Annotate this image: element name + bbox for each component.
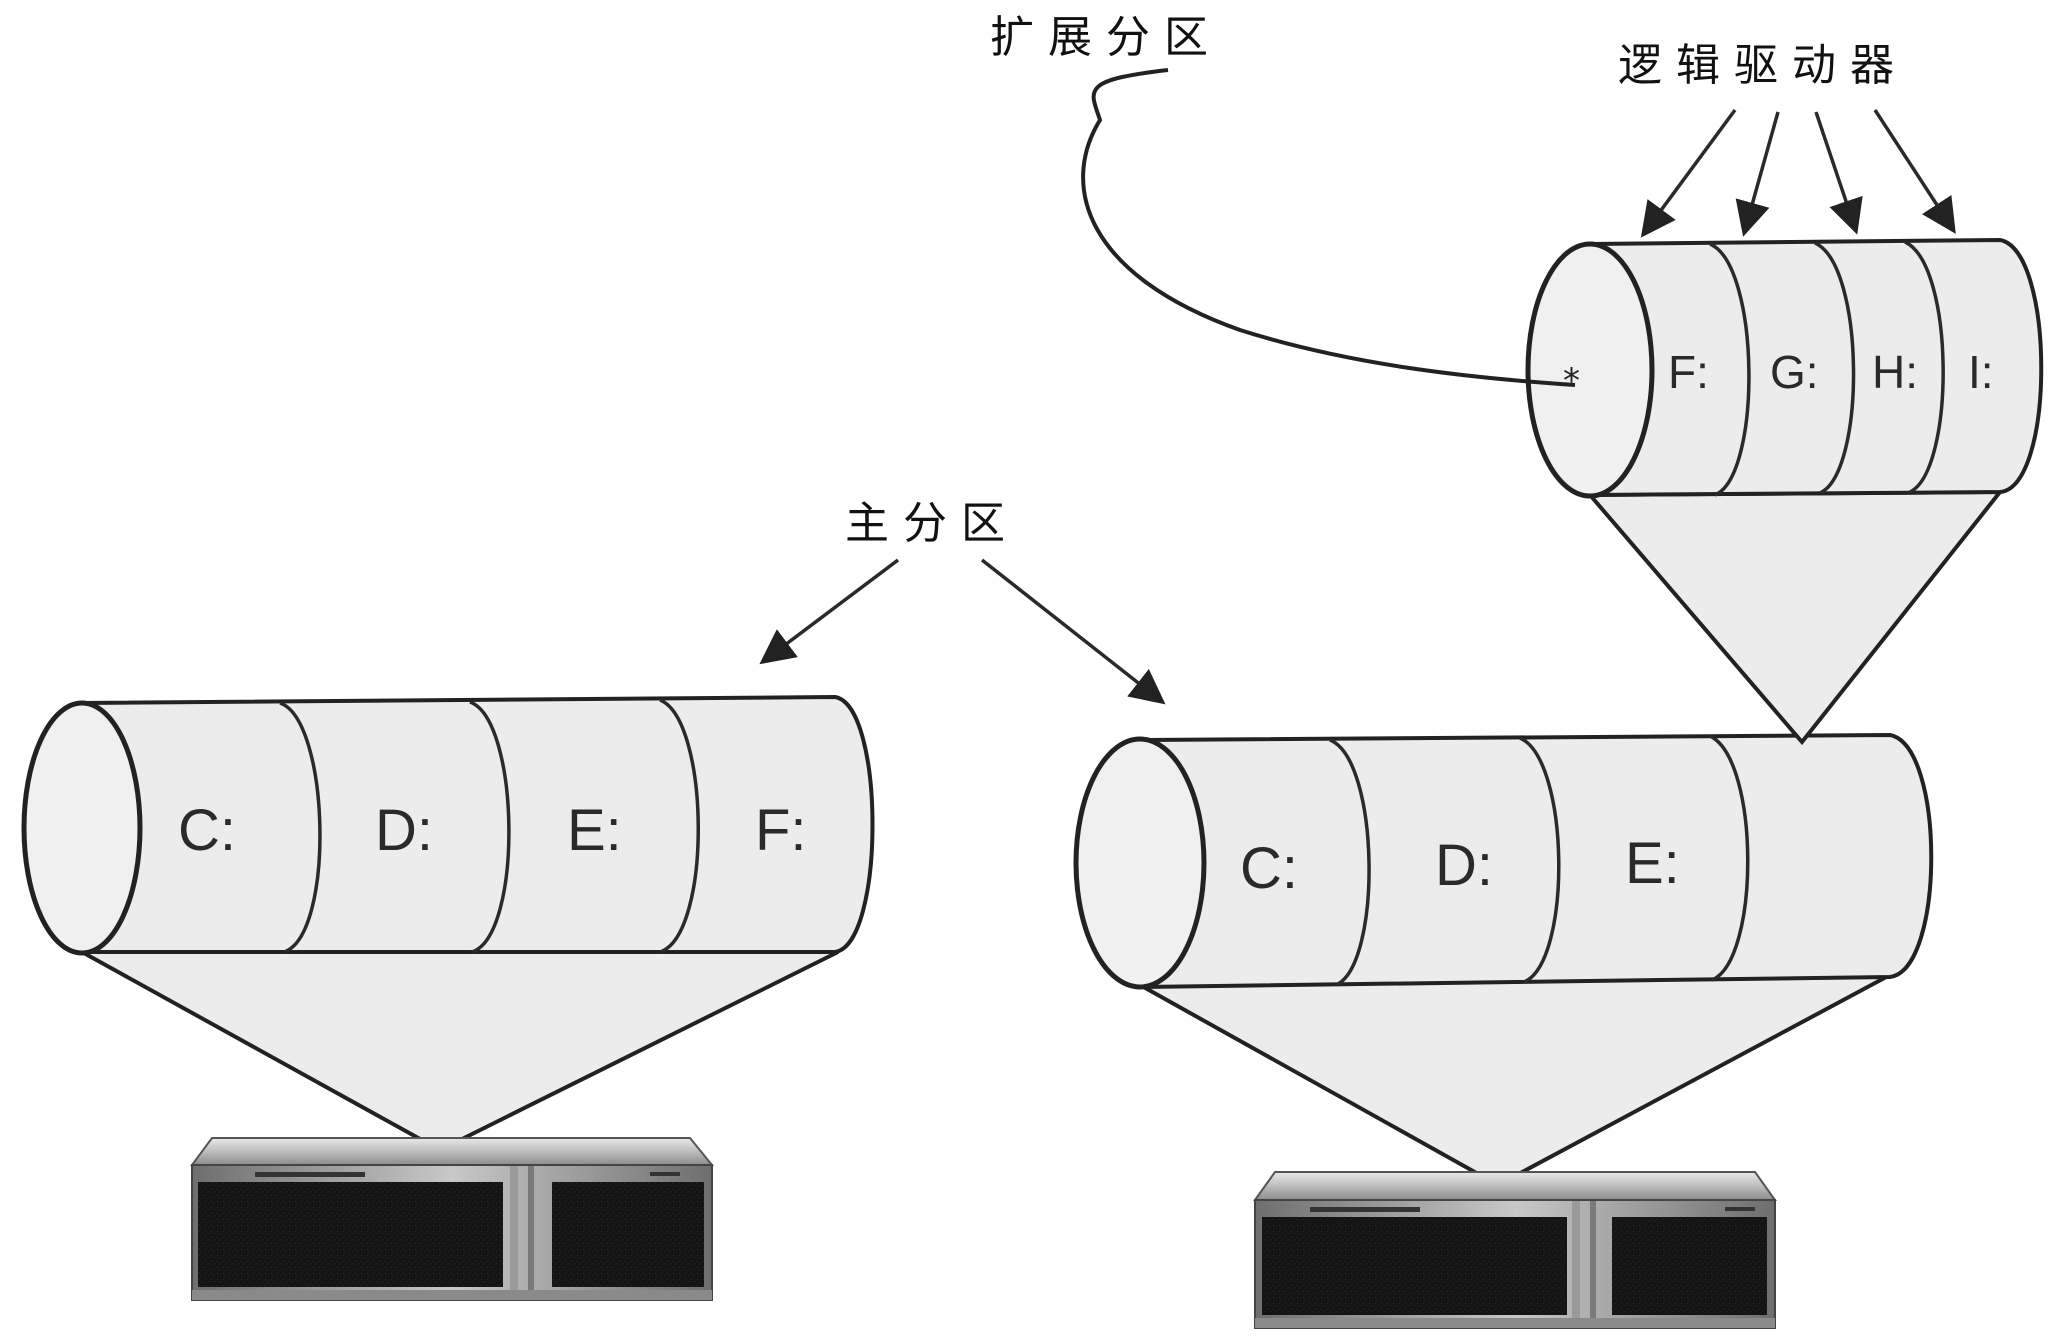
logical-arrow-4	[1873, 109, 1956, 234]
right-drive-e: E:	[1625, 831, 1680, 896]
extended-partition-group: * F: G: H: I:	[1525, 237, 2044, 746]
right-cylinder-cap	[1073, 736, 1207, 990]
left-server-icon	[190, 1137, 715, 1301]
right-server-icon	[1253, 1171, 1777, 1329]
right-funnel	[1132, 973, 1891, 1188]
logical-arrow-2	[1735, 111, 1780, 237]
right-drive-d: D:	[1435, 833, 1493, 898]
label-logical-drives: 逻辑驱动器	[1618, 40, 1908, 91]
right-drive-c: C:	[1240, 836, 1298, 901]
extended-drive-g: G:	[1770, 346, 1819, 398]
label-primary-partition: 主分区	[845, 498, 1019, 549]
left-drive-d: D:	[375, 798, 433, 863]
right-cylinder-body	[1138, 732, 1934, 990]
extended-drive-h: H:	[1872, 346, 1918, 398]
left-cylinder-cap	[21, 700, 143, 956]
extended-pointer-curve	[1081, 68, 1576, 387]
left-disk-group: C: D: E: F:	[21, 694, 875, 1301]
primary-arrow-right	[980, 558, 1166, 705]
logical-arrow-3	[1814, 111, 1863, 235]
logical-arrow-1	[1640, 108, 1737, 238]
left-drive-f: F:	[755, 798, 807, 863]
left-cylinder-body	[80, 694, 875, 954]
right-disk-group: C: D: E:	[1073, 732, 1934, 1329]
extended-cylinder-cap	[1525, 241, 1655, 499]
extended-marker: *	[1563, 361, 1580, 401]
left-funnel	[81, 950, 839, 1153]
extended-drive-i: I:	[1968, 346, 1994, 398]
extended-cylinder-body	[1588, 237, 2044, 498]
left-drive-c: C:	[178, 798, 236, 863]
extended-drive-f: F:	[1668, 346, 1709, 398]
left-drive-e: E:	[567, 798, 622, 863]
primary-arrow-left	[759, 558, 900, 665]
label-extended-partition: 扩展分区	[990, 12, 1222, 63]
extended-funnel	[1585, 489, 2005, 746]
